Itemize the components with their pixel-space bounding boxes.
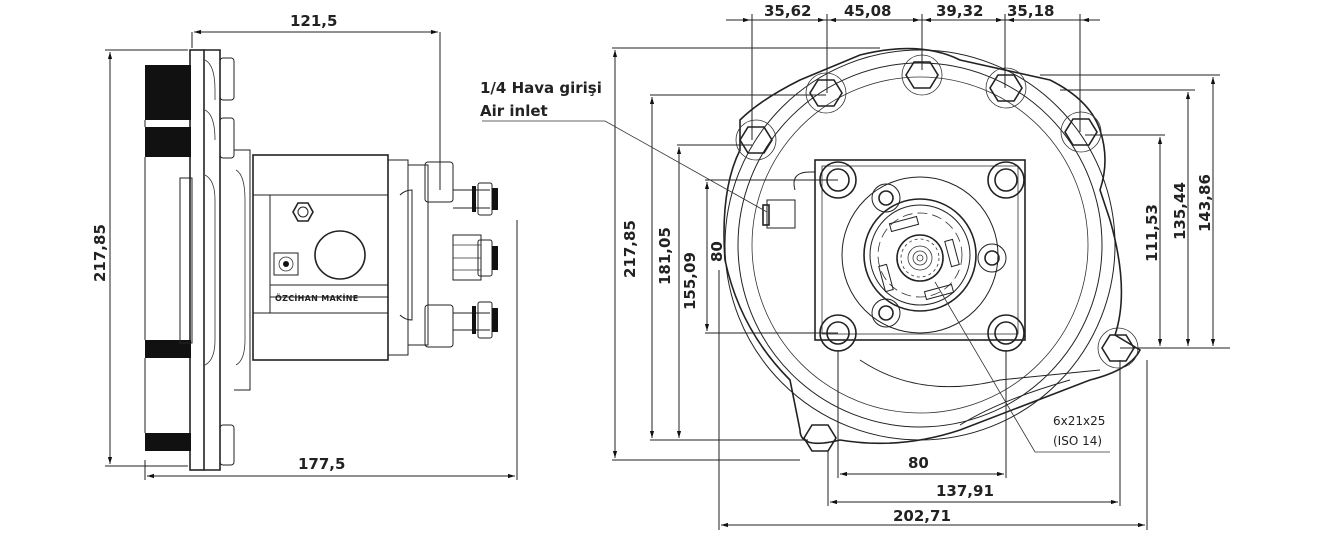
dim-top-4: 35,18 [1007, 2, 1054, 20]
spline-shaft [896, 234, 944, 282]
dim-bottom-width: 177,5 [298, 455, 345, 473]
dim-top-2: 45,08 [844, 2, 891, 20]
flange-bolt [219, 57, 235, 101]
dim-right-1: 111,53 [1143, 204, 1161, 262]
dim-left-1: 217,85 [621, 220, 639, 278]
shaft [452, 234, 482, 281]
brand-logo-icon [273, 252, 299, 276]
dim-right-3: 143,86 [1196, 174, 1214, 232]
flange-bolts [735, 54, 1139, 452]
dim-side-height: 217,85 [91, 224, 109, 282]
flange-tooth-1 [145, 65, 191, 120]
dim-top-1: 35,62 [764, 2, 811, 20]
cover-nut [424, 304, 454, 348]
pump-body [252, 154, 389, 361]
flange-outer-circle [724, 49, 1116, 441]
air-inlet-fitting [292, 202, 314, 222]
cap-screw [871, 298, 901, 328]
spline-leader [934, 281, 1110, 453]
flange-bolt [219, 424, 235, 466]
corner-nut [987, 161, 1025, 199]
dim-left-2: 181,05 [656, 227, 674, 285]
dim-right-2: 135,44 [1171, 182, 1189, 240]
stud-nut [477, 301, 493, 339]
spline-label-size: 6x21x25 [1053, 414, 1105, 428]
brand-label: ÖZCİHAN MAKİNE [275, 293, 359, 303]
flange-bolt-hex [739, 126, 773, 154]
spline-label-standard: (ISO 14) [1053, 434, 1102, 448]
flange-bolt-hex [809, 79, 843, 107]
pump-square-body [814, 159, 1026, 341]
air-inlet-label-en: Air inlet [480, 102, 548, 120]
flange-plate [189, 49, 205, 471]
flange-bolt-hex [989, 74, 1023, 102]
flange-outline [723, 47, 1142, 445]
dim-top-3: 39,32 [936, 2, 983, 20]
cap-screw [977, 243, 1007, 273]
sight-glass [314, 230, 366, 280]
corner-nut [987, 314, 1025, 352]
cap-screw [871, 183, 901, 213]
flange-bolt [219, 117, 235, 159]
side-view: ÖZCİHAN MAKİNE 121,5 177,5 [91, 12, 518, 480]
flange-bolt-hex [803, 424, 837, 452]
dim-left-4: 80 [708, 241, 726, 262]
dim-bottom-2: 137,91 [936, 482, 994, 500]
air-inlet-fitting-front [766, 199, 796, 229]
dim-top-width: 121,5 [290, 12, 337, 30]
dim-bottom-3: 202,71 [893, 507, 951, 525]
dim-bottom-1: 80 [908, 454, 929, 472]
flange-tooth-3 [145, 340, 191, 358]
flange-tooth-2 [145, 127, 191, 157]
stud-nut [477, 182, 493, 216]
flange-bolt-hex [1064, 118, 1098, 146]
flange-bolt-hex [905, 61, 939, 89]
cover-nut [424, 161, 454, 203]
corner-nuts [819, 161, 1025, 352]
front-view: 35,62 45,08 39,32 35,18 217,85 181,05 15… [480, 2, 1230, 530]
flange-tooth-4 [145, 433, 191, 451]
dim-left-3: 155,09 [681, 252, 699, 310]
air-inlet-leader [482, 120, 768, 213]
air-inlet-label-tr: 1/4 Hava girişi [480, 79, 602, 97]
